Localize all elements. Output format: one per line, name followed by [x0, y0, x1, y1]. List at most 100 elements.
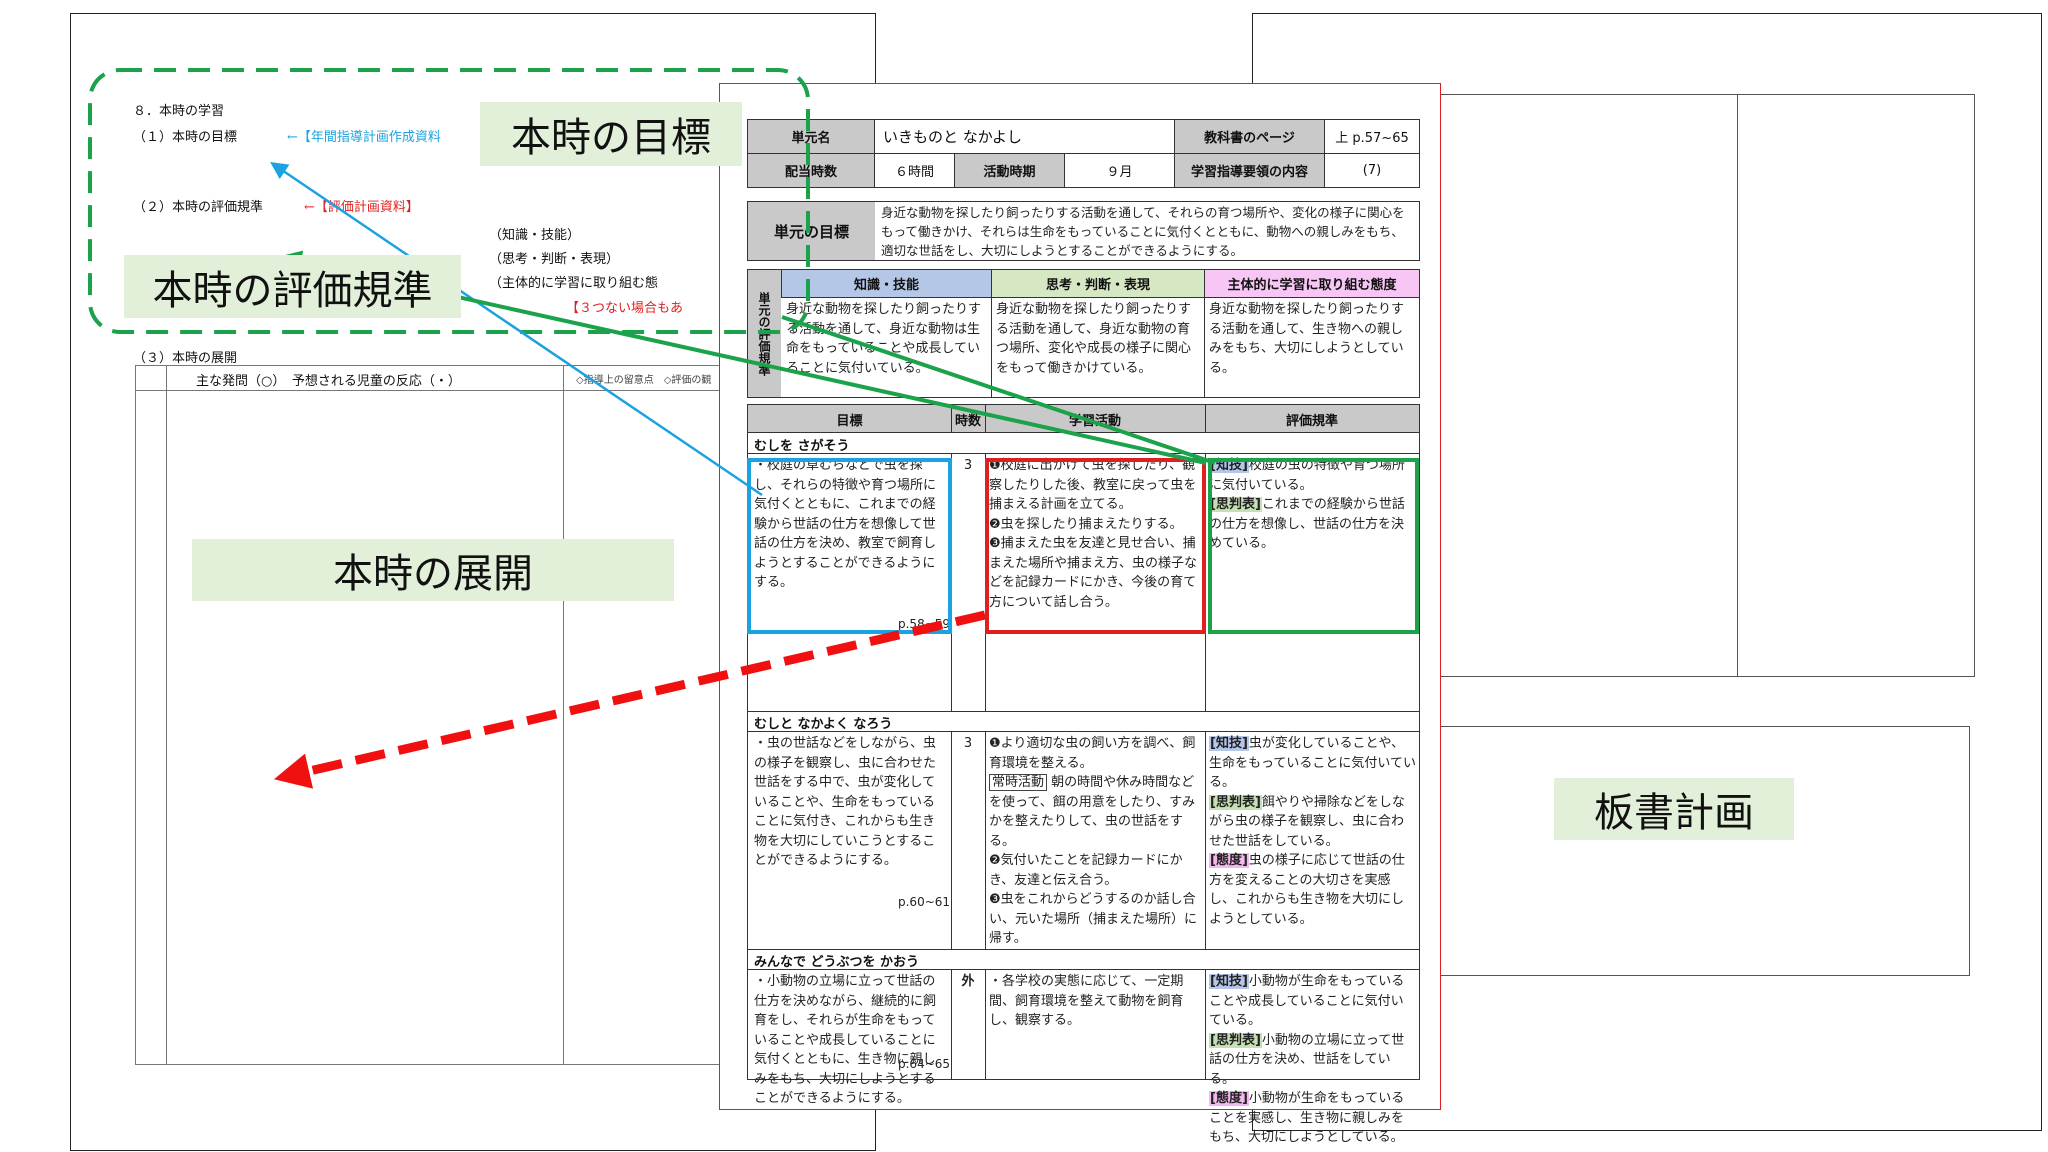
- criteria-text-attitude: 身近な動物を探したり飼ったりする活動を通して、生き物への親しみをもち、大切にしよ…: [1209, 302, 1405, 376]
- section-2-evaluation: [知技]虫が変化していることや、生命をもっていることに気付いている。 [思判表]…: [1209, 734, 1416, 929]
- section-3-goal: ・小動物の立場に立って世話の仕方を決めながら、継続的に飼育をし、それらが生命をも…: [754, 974, 937, 1106]
- tag-knowledge: [知技]: [1209, 736, 1249, 751]
- textbook-label: 教科書のページ: [1174, 119, 1325, 154]
- section-2-activities: ❶より適切な虫の飼い方を調べ、飼育環境を整える。 常時活動 朝の時間や休み時間な…: [989, 734, 1201, 949]
- period-label: 活動時期: [954, 153, 1065, 188]
- col-divider: [1205, 405, 1206, 433]
- highlight-goal-box: [747, 458, 952, 634]
- col-divider: [951, 731, 952, 949]
- section-1-goal: ・校庭の草むらなどで虫を探し、それらの特徴や育つ場所に気付くとともに、これまでの…: [754, 458, 937, 590]
- col-divider: [985, 969, 986, 1079]
- col-head-evaluation: 評価規準: [1285, 413, 1338, 429]
- section-3-eval-1: 小動物が生命をもっていることや成長していることに気付いている。: [1209, 974, 1405, 1028]
- col-head-hours: 時数: [954, 413, 981, 429]
- col-divider: [951, 405, 952, 433]
- tag-thinking: [思判表]: [1209, 1032, 1262, 1048]
- col-divider: [985, 731, 986, 949]
- criteria-head-knowledge: 知識・技能: [781, 270, 991, 298]
- hours-value: ６時間: [874, 153, 955, 188]
- section-2-activity-3: ❸虫をこれからどうするのか話し合い、元いた場所（捕まえた場所）に帰す。: [989, 892, 1198, 946]
- routine-badge: 常時活動: [989, 774, 1048, 791]
- board-frame-bottom: [1439, 726, 1970, 976]
- tag-thinking: [思判表]: [1209, 497, 1262, 512]
- section-1-hours: 3: [963, 458, 973, 473]
- section-3-hours: 外: [961, 974, 975, 989]
- tag-knowledge: [知技]: [1209, 974, 1249, 989]
- tag-attitude: [態度]: [1209, 853, 1249, 868]
- col-divider: [1205, 969, 1206, 1079]
- criteria-note: 【３つない場合もあ: [566, 301, 684, 316]
- development-header-main: 主な発問（○） 予想される児童の反応（・）: [196, 374, 461, 389]
- eval-ref: ←【評価計画資料】: [304, 200, 419, 215]
- eval-line: （２）本時の評価規準: [133, 200, 264, 215]
- period-value: ９月: [1064, 153, 1175, 188]
- section-2-hours: 3: [963, 736, 973, 751]
- guideline-value: (7): [1324, 153, 1420, 188]
- guideline-label: 学習指導要領の内容: [1174, 153, 1325, 188]
- row-line: [748, 969, 1419, 970]
- highlight-evaluation-box: [1208, 458, 1419, 634]
- unit-goal-text: 身近な動物を探したり飼ったりする活動を通して、それらの育つ場所や、変化の様子に関…: [881, 205, 1405, 258]
- tag-thinking: [思判表]: [1209, 794, 1262, 810]
- section-1-activity-3: ❸捕まえた虫を友達と見せ合い、捕まえた場所や捕まえ方、虫の様子などを記録カードに…: [989, 536, 1198, 610]
- section-title-1: むしを さがそう: [754, 439, 850, 454]
- section-3-eval-2: 小動物の立場に立って世話の仕方を決め、世話をしている。: [1209, 1032, 1405, 1087]
- development-header-side: ◇指導上の留意点 ◇評価の観: [576, 375, 712, 386]
- textbook-pages: 上 p.57~65: [1324, 119, 1420, 154]
- development-line: （３）本時の展開: [133, 351, 238, 366]
- callout-goal: 本時の目標: [480, 102, 742, 166]
- section-2-activity-2: ❷気付いたことを記録カードにかき、友達と伝え合う。: [989, 853, 1183, 888]
- section-2-eval-3: 虫の様子に応じて世話の仕方を変えることの大切さを実感し、これからも生き物を大切に…: [1209, 853, 1405, 927]
- goal-line: （１）本時の目標: [133, 130, 238, 145]
- criteria-text-knowledge: 身近な動物を探したり飼ったりする活動を通して、身近な動物は生命をもっていることや…: [786, 302, 982, 376]
- criteria-text-thinking: 身近な動物を探したり飼ったりする活動を通して、身近な動物の育つ場所、変化や成長の…: [996, 302, 1192, 376]
- col-divider: [951, 969, 952, 1079]
- section-title-3: みんなで どうぶつを かおう: [754, 955, 920, 970]
- col-divider: [985, 405, 986, 433]
- criteria-attitude: （主体的に学習に取り組む態: [489, 276, 659, 291]
- section-title-2: むしと なかよく なろう: [754, 717, 893, 732]
- col-head-activity: 学習活動: [1068, 413, 1121, 429]
- unit-name: いきものと なかよし: [874, 119, 1175, 154]
- section-1-activities: ❶校庭に出かけて虫を探したり、観察したりした後、教室に戻って虫を捕まえる計画を立…: [989, 456, 1201, 612]
- unit-goal-box: 単元の目標 身近な動物を探したり飼ったりする活動を通して、それらの育つ場所や、変…: [747, 201, 1420, 261]
- col-head-goal: 目標: [836, 413, 863, 429]
- section-2-eval-2: 餌やりや掃除などをしながら虫の様子を観察し、虫に合わせた世話をしている。: [1209, 794, 1405, 849]
- unit-goal-label: 単元の目標: [748, 202, 875, 260]
- activity-table: 目標 時数 学習活動 評価規準 むしを さがそう むしと なかよく なろう みん…: [747, 404, 1420, 1145]
- board-divider: [1737, 94, 1738, 677]
- criteria-divider: [991, 298, 992, 397]
- section-2-pages: p.60~61: [898, 895, 951, 909]
- highlight-activity-box: [985, 458, 1206, 634]
- section-1-activity-2: ❷虫を探したり捕まえたりする。: [989, 516, 1183, 532]
- table-divider: [166, 366, 167, 1064]
- row-line: [748, 711, 1419, 712]
- criteria-head-thinking: 思考・判断・表現: [991, 270, 1204, 298]
- col-divider: [1205, 731, 1206, 949]
- unit-label: 単元名: [747, 119, 875, 154]
- criteria-list: （知識・技能） （思考・判断・表現） （主体的に学習に取り組む態: [489, 224, 658, 296]
- row-line: [748, 731, 1419, 732]
- section-3-activity-1: ・各学校の実態に応じて、一定期間、飼育環境を整えて動物を飼育し、観察する。: [989, 974, 1184, 1028]
- criteria-knowledge: （知識・技能）: [489, 228, 581, 243]
- section-3-pages: p.64~65: [898, 1057, 951, 1071]
- unit-plan-document: 単元名 いきものと なかよし 教科書のページ 上 p.57~65 配当時数 ６時…: [719, 83, 1441, 1145]
- criteria-head-attitude: 主体的に学習に取り組む態度: [1204, 270, 1419, 298]
- row-line: [748, 949, 1419, 950]
- unit-header-table: 単元名 いきものと なかよし 教科書のページ 上 p.57~65 配当時数 ６時…: [747, 119, 1420, 188]
- goal-ref: ←【年間指導計画作成資料: [287, 130, 441, 145]
- row-line: [748, 453, 1419, 454]
- criteria-divider: [1204, 298, 1205, 397]
- section-3-eval-3: 小動物が生命をもっていることを実感し、生き物に親しみをもち、大切にしようとしてい…: [1209, 1091, 1405, 1145]
- unit-criteria-label: 単元の評価規準: [748, 270, 781, 397]
- callout-board-plan: 板書計画: [1554, 778, 1794, 840]
- section-2-eval-1: 虫が変化していることや、生命をもっていることに気付いている。: [1209, 736, 1416, 790]
- section-2-activity-routine: 朝の時間や休み時間などを使って、餌の用意をしたり、すみかを整えたりして、虫の世話…: [989, 775, 1196, 849]
- tag-attitude: [態度]: [1209, 1091, 1249, 1106]
- section-2-goal: ・虫の世話などをしながら、虫の様子を観察し、虫に合わせた世話をする中で、虫が変化…: [754, 736, 937, 868]
- callout-evaluation: 本時の評価規準: [124, 255, 461, 318]
- unit-criteria-box: 単元の評価規準 知識・技能 思考・判断・表現 主体的に学習に取り組む態度 身近な…: [747, 269, 1420, 398]
- section-title: ８．本時の学習: [133, 104, 225, 119]
- board-frame-top: [1439, 94, 1975, 677]
- section-1-eval-2: これまでの経験から世話の仕方を想像し、世話の仕方を決めている。: [1209, 497, 1405, 551]
